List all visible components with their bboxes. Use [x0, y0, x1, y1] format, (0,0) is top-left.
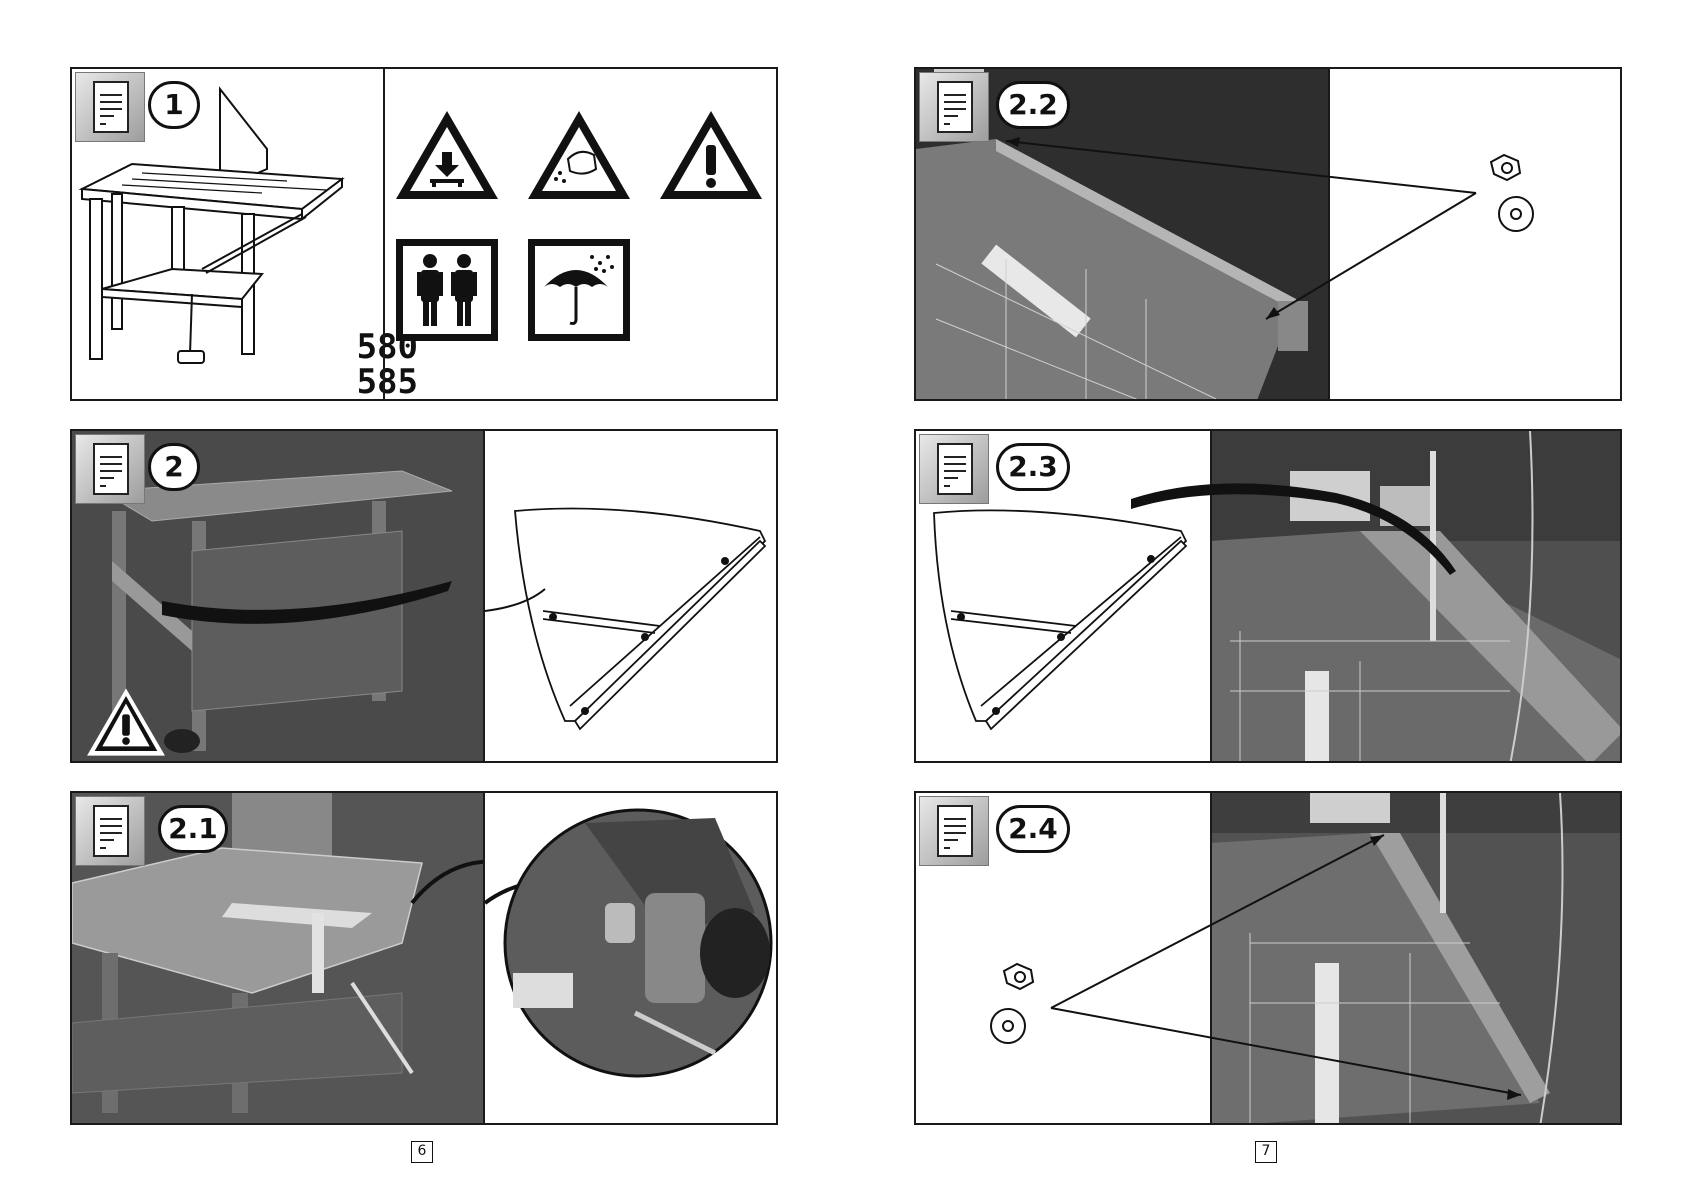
panel-step-1: 1: [70, 67, 778, 401]
detail-zoom-circle: [485, 793, 778, 1125]
panel-step-2-3: 2.3: [914, 429, 1622, 763]
panel-step-2: 2: [70, 429, 778, 763]
hand-injury-warning-icon: [524, 107, 634, 203]
panel-step-2-1: 2.1: [70, 791, 778, 1125]
model-number: 585: [357, 364, 418, 400]
guard-plate-drawing: [916, 431, 1622, 763]
step-badge: 2: [148, 443, 200, 491]
cutter-table-drawing: [72, 69, 357, 369]
nut-and-washer-callout: [916, 793, 1622, 1125]
two-person-lift-icon: [394, 237, 500, 343]
guard-plate-drawing: [485, 431, 778, 763]
keep-dry-icon: [526, 237, 632, 343]
page-number: 7: [1255, 1141, 1277, 1163]
page-number: 6: [411, 1141, 433, 1163]
read-manual-icon: [75, 434, 145, 504]
step-badge: 2.1: [158, 805, 228, 853]
general-warning-icon: [84, 685, 168, 759]
read-manual-icon: [75, 796, 145, 866]
panel-step-2-4: 2.4: [914, 791, 1622, 1125]
nut-and-washer-callout: [916, 69, 1622, 401]
panel-step-2-2: 2.2: [914, 67, 1622, 401]
general-warning-icon: [656, 107, 766, 203]
heavy-load-warning-icon: [392, 107, 502, 203]
